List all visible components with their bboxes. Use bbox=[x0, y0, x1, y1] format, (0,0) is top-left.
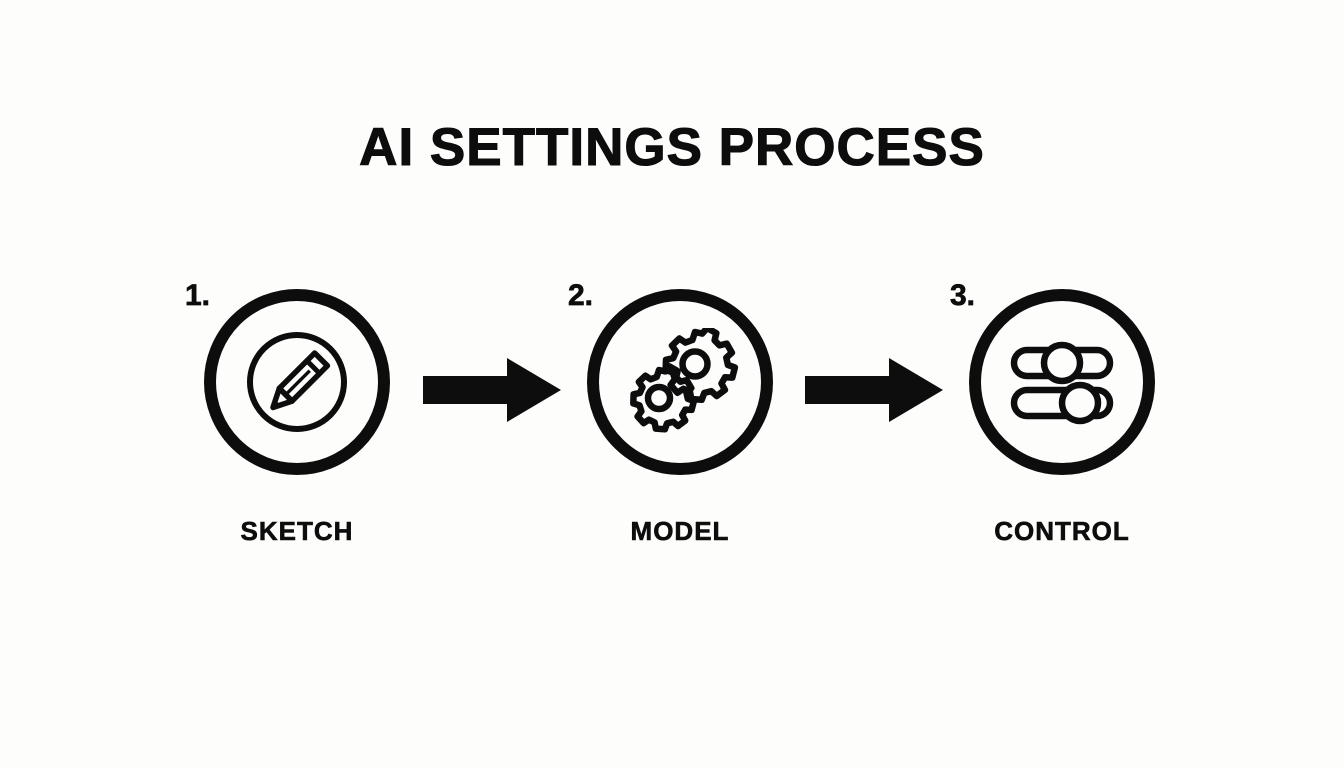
step-number: 1. bbox=[185, 279, 211, 313]
step-number: 3. bbox=[950, 279, 976, 313]
step-label: MODEL bbox=[630, 516, 730, 547]
arrow-right-icon bbox=[805, 358, 943, 422]
process-step-sketch[interactable]: 1. SKETCH bbox=[185, 279, 390, 559]
step-number: 2. bbox=[568, 279, 594, 313]
process-step-model[interactable]: 2. MODEL bbox=[568, 279, 773, 559]
gears-icon bbox=[599, 301, 761, 463]
process-step-control[interactable]: 3. CONTROL bbox=[950, 279, 1155, 559]
step-label: CONTROL bbox=[994, 516, 1130, 547]
step-circle bbox=[969, 289, 1155, 475]
process-steps: 1. SKETCH bbox=[0, 279, 1344, 559]
step-label: SKETCH bbox=[240, 516, 354, 547]
sliders-icon bbox=[981, 301, 1143, 463]
arrow-right-icon bbox=[423, 358, 561, 422]
page-title: AI SETTINGS PROCESS bbox=[359, 117, 985, 177]
pencil-in-circle-icon bbox=[216, 301, 378, 463]
